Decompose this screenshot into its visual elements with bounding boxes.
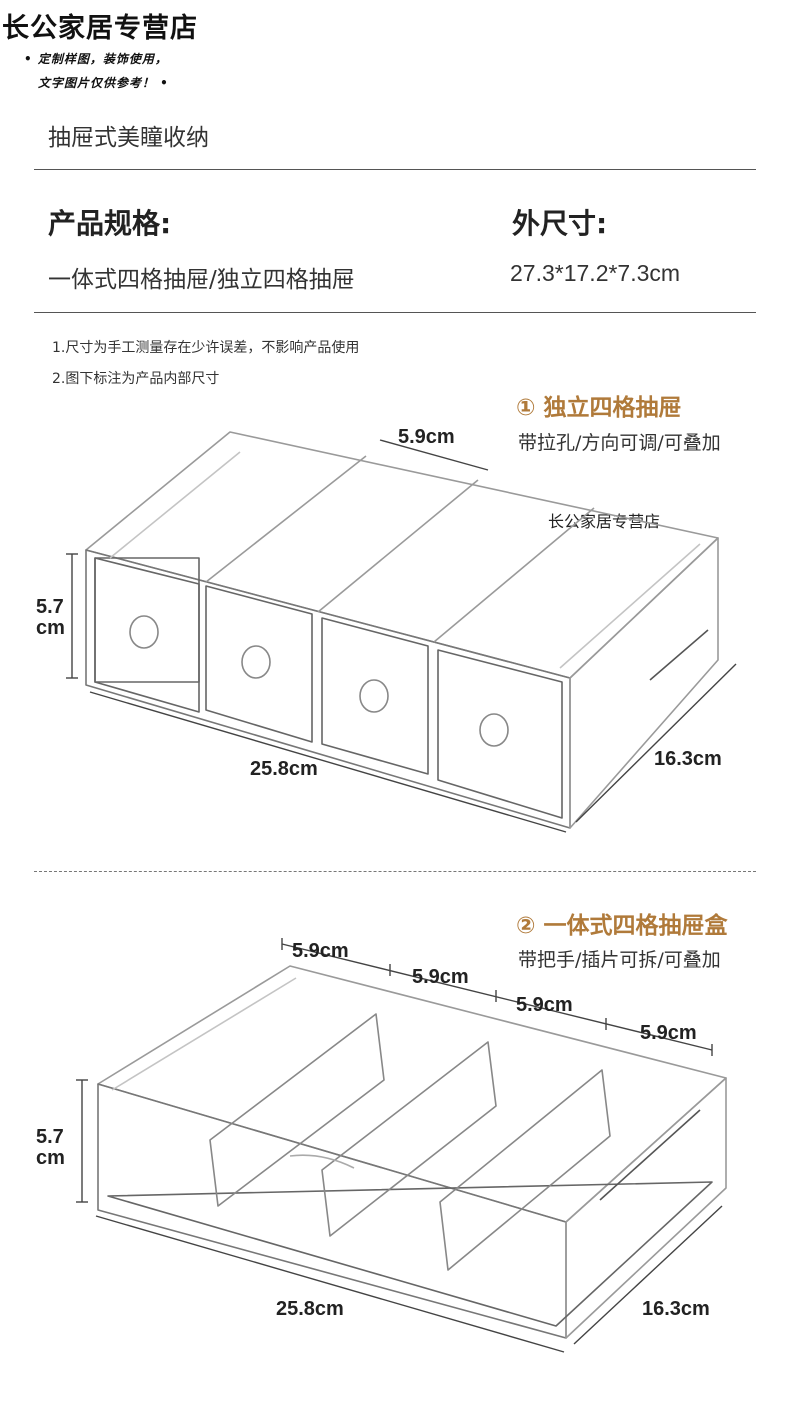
- product2-title: ② 一体式四格抽屉盒: [516, 913, 728, 939]
- product2-depth-dim-line: [573, 1205, 723, 1345]
- product1-width-dim-line: [89, 691, 567, 833]
- product-subtitle: 抽屉式美瞳收纳: [48, 125, 209, 151]
- product2-depth-label: 16.3cm: [642, 1298, 710, 1320]
- spec-label: 产品规格:: [48, 207, 172, 240]
- disclaimer-line-2: 文字图片仅供参考！ •: [38, 76, 169, 90]
- product2-compartment-label-1: 5.9cm: [292, 940, 349, 962]
- product1-right-face: [569, 537, 719, 829]
- product1-title: ① 独立四格抽屉: [516, 395, 682, 421]
- size-value: 27.3*17.2*7.3cm: [510, 260, 681, 286]
- watermark-text: 长公家居专营店: [548, 512, 661, 531]
- divider-top: [34, 169, 756, 170]
- product2-features: 带把手/插片可拆/可叠加: [518, 949, 721, 971]
- product2-right-face: [565, 1077, 727, 1339]
- product1-illustration: [66, 431, 737, 833]
- product1-height-number: 5.7: [36, 596, 64, 618]
- product2-compartment-label-2: 5.9cm: [412, 966, 469, 988]
- product1-height-unit: cm: [36, 617, 65, 639]
- note-item-1: 1.尺寸为手工测量存在少许误差，不影响产品使用: [52, 340, 360, 356]
- product1-compartment-dim-line: [379, 439, 489, 471]
- product1-front-face: [85, 549, 571, 829]
- product2-illustration: [76, 938, 727, 1353]
- product1-depth-label: 16.3cm: [654, 748, 722, 770]
- product1-width-label: 25.8cm: [250, 758, 318, 780]
- product1-compartment-label: 5.9cm: [398, 426, 455, 448]
- section-divider: [34, 871, 756, 872]
- size-label: 外尺寸:: [512, 207, 608, 240]
- divider-mid: [34, 312, 756, 313]
- product1-features: 带拉孔/方向可调/可叠加: [518, 432, 721, 454]
- product2-compartment-dim-line: [281, 943, 713, 1051]
- product2-height-number: 5.7: [36, 1126, 64, 1148]
- product2-width-label: 25.8cm: [276, 1298, 344, 1320]
- product2-width-dim-line: [95, 1215, 565, 1353]
- product2-height-unit: cm: [36, 1147, 65, 1169]
- product2-compartment-label-3: 5.9cm: [516, 994, 573, 1016]
- shop-name: 长公家居专营店: [2, 13, 198, 44]
- product2-compartment-label-4: 5.9cm: [640, 1022, 697, 1044]
- note-item-2: 2.图下标注为产品内部尺寸: [52, 371, 220, 387]
- product1-top-face: [85, 431, 719, 679]
- disclaimer-line-1: • 定制样图，装饰使用，: [24, 52, 168, 66]
- spec-value: 一体式四格抽屉/独立四格抽屉: [48, 267, 355, 293]
- product1-depth-dim-line: [575, 663, 737, 823]
